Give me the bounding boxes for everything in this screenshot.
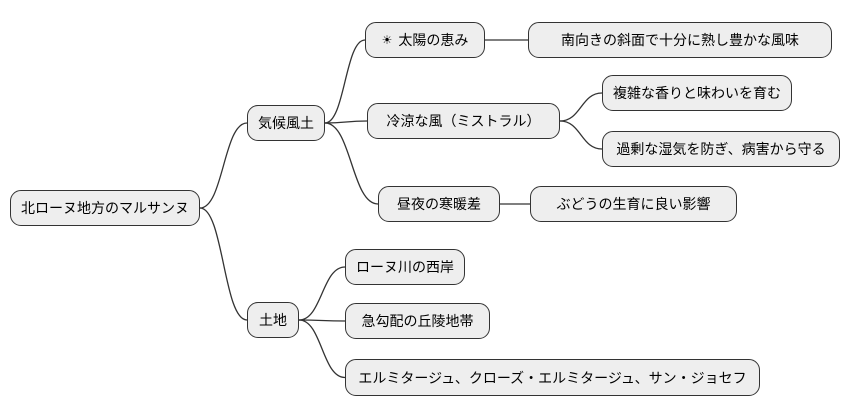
- edge-cool-wind-to-aroma: [559, 92, 603, 122]
- node-day-night-temp-label: 昼夜の寒暖差: [397, 196, 481, 212]
- node-day-night-temp[interactable]: 昼夜の寒暖差: [378, 186, 500, 222]
- node-complex-aroma-label: 複雑な香りと味わいを育む: [613, 85, 781, 101]
- node-complex-aroma[interactable]: 複雑な香りと味わいを育む: [602, 75, 792, 111]
- node-cool-wind-label: 冷涼な風（ミストラル）: [386, 113, 541, 129]
- node-climate-label: 気候風土: [258, 115, 314, 131]
- edge-root-to-land: [199, 207, 248, 321]
- node-steep-hills-label: 急勾配の丘陵地帯: [361, 313, 474, 329]
- edge-climate-to-cool-wind: [324, 120, 368, 124]
- edge-land-to-appellations: [298, 319, 346, 379]
- edge-land-to-west-bank: [298, 266, 346, 321]
- sun-icon: ☀: [381, 33, 393, 47]
- node-cool-wind[interactable]: 冷涼な風（ミストラル）: [367, 103, 560, 139]
- node-climate[interactable]: 気候風土: [247, 105, 325, 141]
- edge-climate-to-day-night-temp: [324, 122, 379, 205]
- node-appellations-label: エルミタージュ、クローズ・エルミタージュ、サン・ジョセフ: [358, 369, 747, 386]
- node-appellations[interactable]: エルミタージュ、クローズ・エルミタージュ、サン・ジョセフ: [345, 359, 760, 396]
- node-moisture-protection-label: 過剰な湿気を防ぎ、病害から守る: [616, 141, 826, 157]
- node-sun-blessing-label: 太陽の恵み: [398, 32, 469, 48]
- node-south-slope-ripening[interactable]: 南向きの斜面で十分に熟し豊かな風味: [528, 22, 832, 58]
- node-grape-growth-label: ぶどうの生育に良い影響: [556, 196, 711, 212]
- edge-climate-to-sun-blessing: [324, 39, 366, 124]
- node-grape-growth[interactable]: ぶどうの生育に良い影響: [530, 186, 737, 222]
- edge-land-to-steep-hills: [298, 319, 346, 322]
- node-moisture-protection[interactable]: 過剰な湿気を防ぎ、病害から守る: [602, 131, 840, 167]
- node-land[interactable]: 土地: [247, 302, 299, 338]
- node-root-label: 北ローヌ地方のマルサンヌ: [21, 200, 189, 216]
- node-west-bank[interactable]: ローヌ川の西岸: [345, 249, 465, 285]
- edge-root-to-climate: [199, 122, 248, 209]
- node-steep-hills[interactable]: 急勾配の丘陵地帯: [345, 303, 490, 339]
- node-sun-blessing[interactable]: ☀ 太陽の恵み: [365, 22, 485, 58]
- edge-cool-wind-to-moisture: [559, 120, 603, 150]
- node-south-slope-ripening-label: 南向きの斜面で十分に熟し豊かな風味: [561, 32, 799, 48]
- node-west-bank-label: ローヌ川の西岸: [356, 259, 454, 275]
- node-root[interactable]: 北ローヌ地方のマルサンヌ: [10, 190, 200, 226]
- node-land-label: 土地: [259, 312, 287, 328]
